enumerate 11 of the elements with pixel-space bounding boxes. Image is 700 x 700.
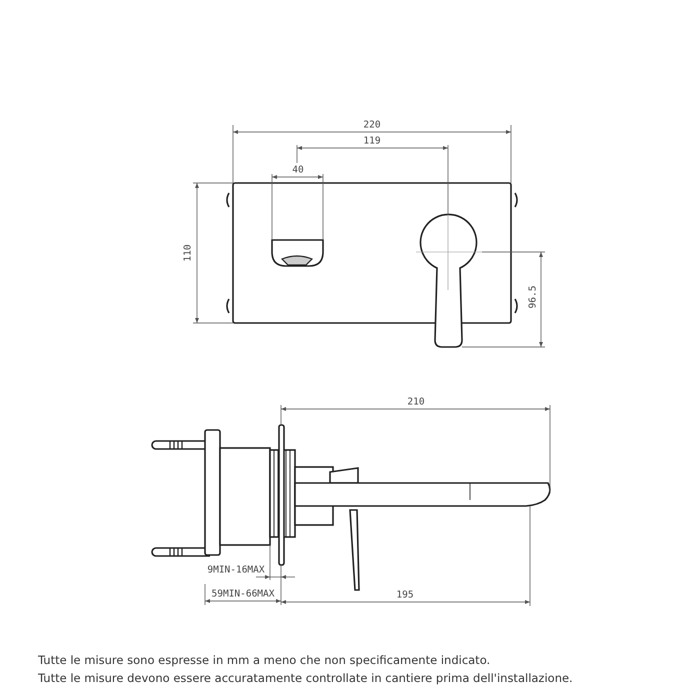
note-text: Tutte le misure sono espresse in mm a meno che non specificamente indicato.: [38, 654, 490, 668]
dimension-value: 40: [292, 165, 304, 175]
dimension-value: 110: [183, 244, 193, 262]
dimension-value: 119: [363, 136, 381, 146]
dimension-value: 96.5: [528, 286, 538, 308]
dimension-value: 220: [363, 120, 381, 130]
dimension-value: 195: [396, 590, 414, 600]
dimension-value: 59MIN-66MAX: [212, 589, 274, 599]
dimension-value: 210: [407, 397, 425, 407]
note-text: Tutte le misure devono essere accuratamente controllate in cantiere prima dell'installazione.: [38, 672, 573, 686]
dimension-value: 9MIN-16MAX: [207, 565, 265, 575]
